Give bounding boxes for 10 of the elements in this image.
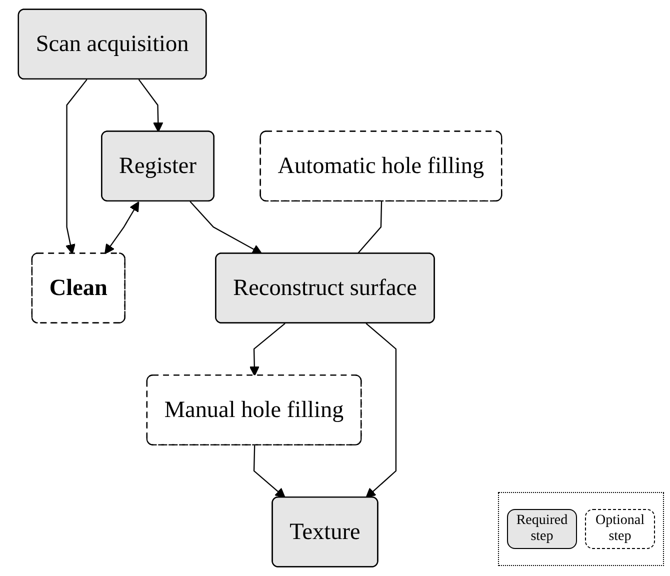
arrow: [138, 79, 164, 132]
arrow: [366, 322, 397, 498]
legend-required-sample: Required step: [507, 509, 577, 549]
arrow: [65, 79, 88, 254]
arrow: [249, 322, 286, 376]
arrow: [190, 201, 262, 254]
arrow: [253, 445, 286, 498]
legend-optional-sample: Optional step: [585, 509, 655, 549]
connector: [357, 201, 382, 254]
arrow: [104, 201, 140, 254]
